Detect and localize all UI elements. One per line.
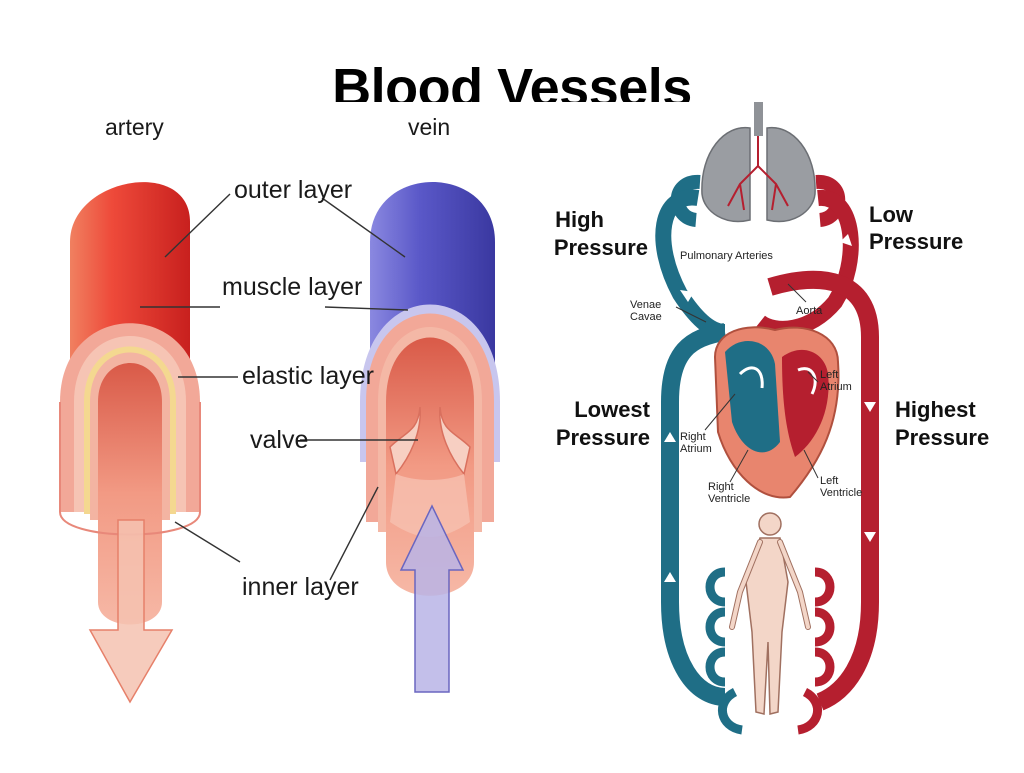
circulation-diagram: High Pressure Low Pressure Lowest Pressu… xyxy=(520,102,1024,768)
left-ventricle-label-line1: Left xyxy=(820,475,838,487)
right-atrium-label-line1: Right xyxy=(680,431,706,443)
right-ventricle-label-line2: Ventricle xyxy=(708,493,750,505)
left-atrium-label-line1: Left xyxy=(820,369,838,381)
right-ventricle-label-line1: Right xyxy=(708,481,734,493)
low-pressure-label-line2: Pressure xyxy=(869,229,963,254)
high-pressure-label-line1: High xyxy=(555,207,604,232)
muscle-layer-label: muscle layer xyxy=(222,273,362,301)
lowest-pressure-label-line2: Pressure xyxy=(556,425,650,450)
pulmonary-arteries-label: Pulmonary Arteries xyxy=(680,250,773,262)
left-atrium-label-line2: Atrium xyxy=(820,381,852,393)
human-figure-icon xyxy=(729,512,811,715)
right-atrium-label-line2: Atrium xyxy=(680,443,712,455)
slide-title: Blood Vessels xyxy=(332,58,692,106)
artery-flow-arrow-icon xyxy=(88,519,174,704)
vein-heading: vein xyxy=(408,114,450,140)
valve-label: valve xyxy=(250,426,308,454)
artery-heading: artery xyxy=(105,114,164,140)
venae-cavae-label-line1: Venae xyxy=(630,299,661,311)
body-capillaries xyxy=(705,567,835,735)
high-pressure-label-line2: Pressure xyxy=(554,235,648,260)
aorta-label: Aorta xyxy=(796,305,823,317)
vein-illustration xyxy=(360,182,500,693)
flow-arrows xyxy=(664,234,876,582)
artery-illustration xyxy=(59,182,201,704)
venae-cavae-label-line2: Cavae xyxy=(630,311,662,323)
low-pressure-label-line1: Low xyxy=(869,202,914,227)
elastic-layer-label: elastic layer xyxy=(242,362,374,390)
lungs-icon xyxy=(701,126,816,223)
outer-layer-label: outer layer xyxy=(234,176,352,204)
highest-pressure-label-line1: Highest xyxy=(895,397,976,422)
vessel-structure-diagram: artery vein outer layer muscle laye xyxy=(0,102,520,768)
highest-pressure-label-line2: Pressure xyxy=(895,425,989,450)
trachea xyxy=(754,102,763,136)
left-ventricle-label-line2: Ventricle xyxy=(820,487,862,499)
vein-flow-arrow-icon xyxy=(399,504,465,693)
heart-illustration xyxy=(713,326,840,499)
lowest-pressure-label-line1: Lowest xyxy=(574,397,650,422)
inner-layer-label: inner layer xyxy=(242,573,359,601)
